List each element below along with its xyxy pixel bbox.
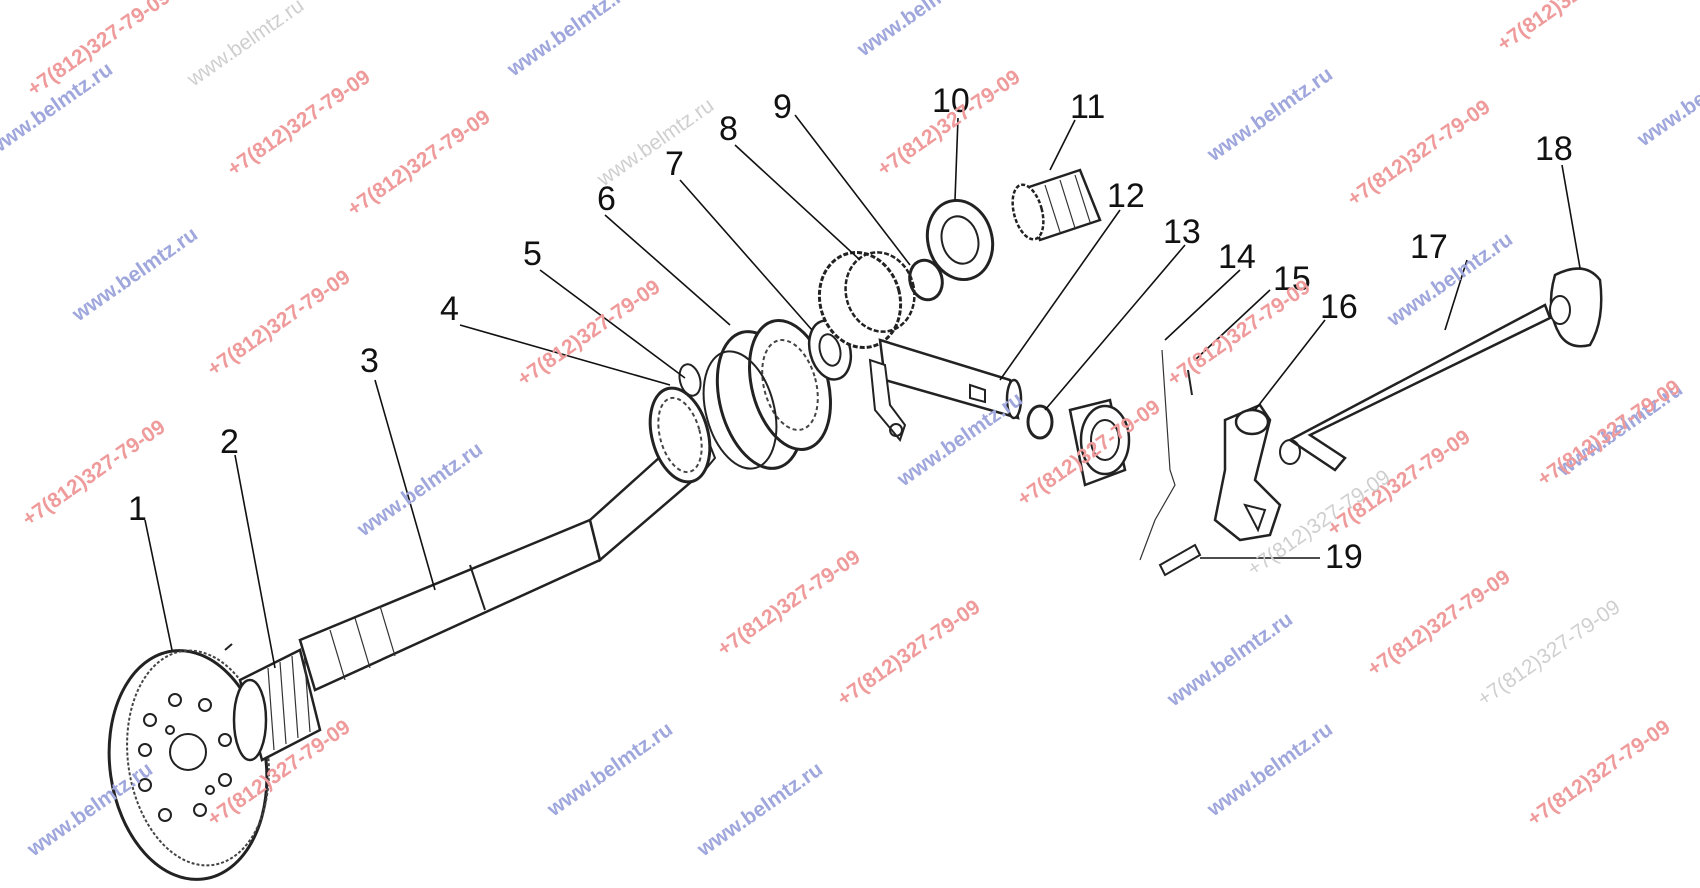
part-5-ring <box>678 363 702 397</box>
part-2-splined-hub <box>224 643 322 762</box>
callout-3: 3 <box>360 342 379 380</box>
part-1-flange-disc <box>107 649 270 881</box>
callout-5: 5 <box>523 235 542 273</box>
part-8-double-gear <box>817 250 916 350</box>
callout-11: 11 <box>1070 88 1105 126</box>
callout-1: 1 <box>128 490 147 528</box>
part-18-knob <box>1549 267 1603 348</box>
callout-9: 9 <box>773 88 792 126</box>
callout-6: 6 <box>597 180 616 218</box>
part-3-main-shaft <box>298 418 717 692</box>
callout-8: 8 <box>719 110 738 148</box>
callout-16: 16 <box>1320 288 1358 326</box>
part-9-snap-ring <box>908 258 944 302</box>
part-10-bearing <box>925 198 995 282</box>
callout-numbers: 1 2 3 4 5 6 7 8 9 10 11 12 13 14 15 16 1… <box>128 82 1573 576</box>
callout-10: 10 <box>932 82 970 120</box>
part-15-pin <box>1187 369 1193 396</box>
callout-2: 2 <box>220 423 239 461</box>
part-17-rod <box>1279 303 1552 472</box>
part-11-splined-sleeve <box>1011 168 1102 242</box>
part-14-contour <box>1139 349 1176 561</box>
callout-19: 19 <box>1325 538 1363 576</box>
bearing-cup <box>1068 398 1131 487</box>
callout-18: 18 <box>1535 130 1573 168</box>
callout-7: 7 <box>665 145 684 183</box>
part-12-shaft <box>868 338 1023 443</box>
part-4-gear <box>648 386 712 484</box>
callout-13: 13 <box>1163 213 1201 251</box>
callout-15: 15 <box>1273 260 1311 298</box>
callout-12: 12 <box>1107 177 1145 215</box>
part-19-pin <box>1158 543 1202 577</box>
callout-4: 4 <box>440 290 459 328</box>
part-13-ring <box>1026 404 1054 440</box>
callout-14: 14 <box>1218 238 1256 276</box>
leader-lines <box>144 114 1581 669</box>
part-16-lever <box>1213 403 1282 542</box>
callout-17: 17 <box>1410 228 1448 266</box>
